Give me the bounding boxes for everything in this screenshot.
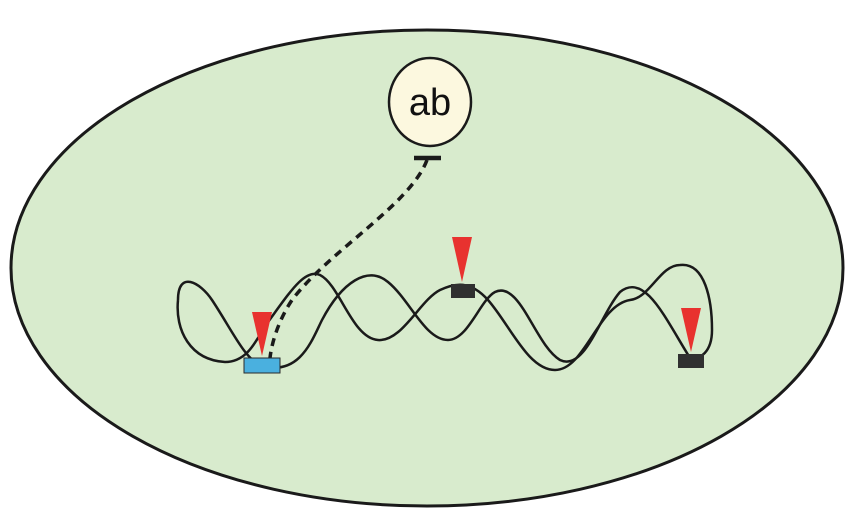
site-middle <box>451 284 475 298</box>
label-text: ab <box>409 82 451 124</box>
cell-ellipse <box>9 28 845 508</box>
marker-left <box>252 312 272 356</box>
target-site <box>243 357 281 374</box>
label-bubble <box>387 56 473 148</box>
marker-middle <box>452 237 472 282</box>
marker-right <box>681 308 701 352</box>
site-right <box>678 354 704 368</box>
